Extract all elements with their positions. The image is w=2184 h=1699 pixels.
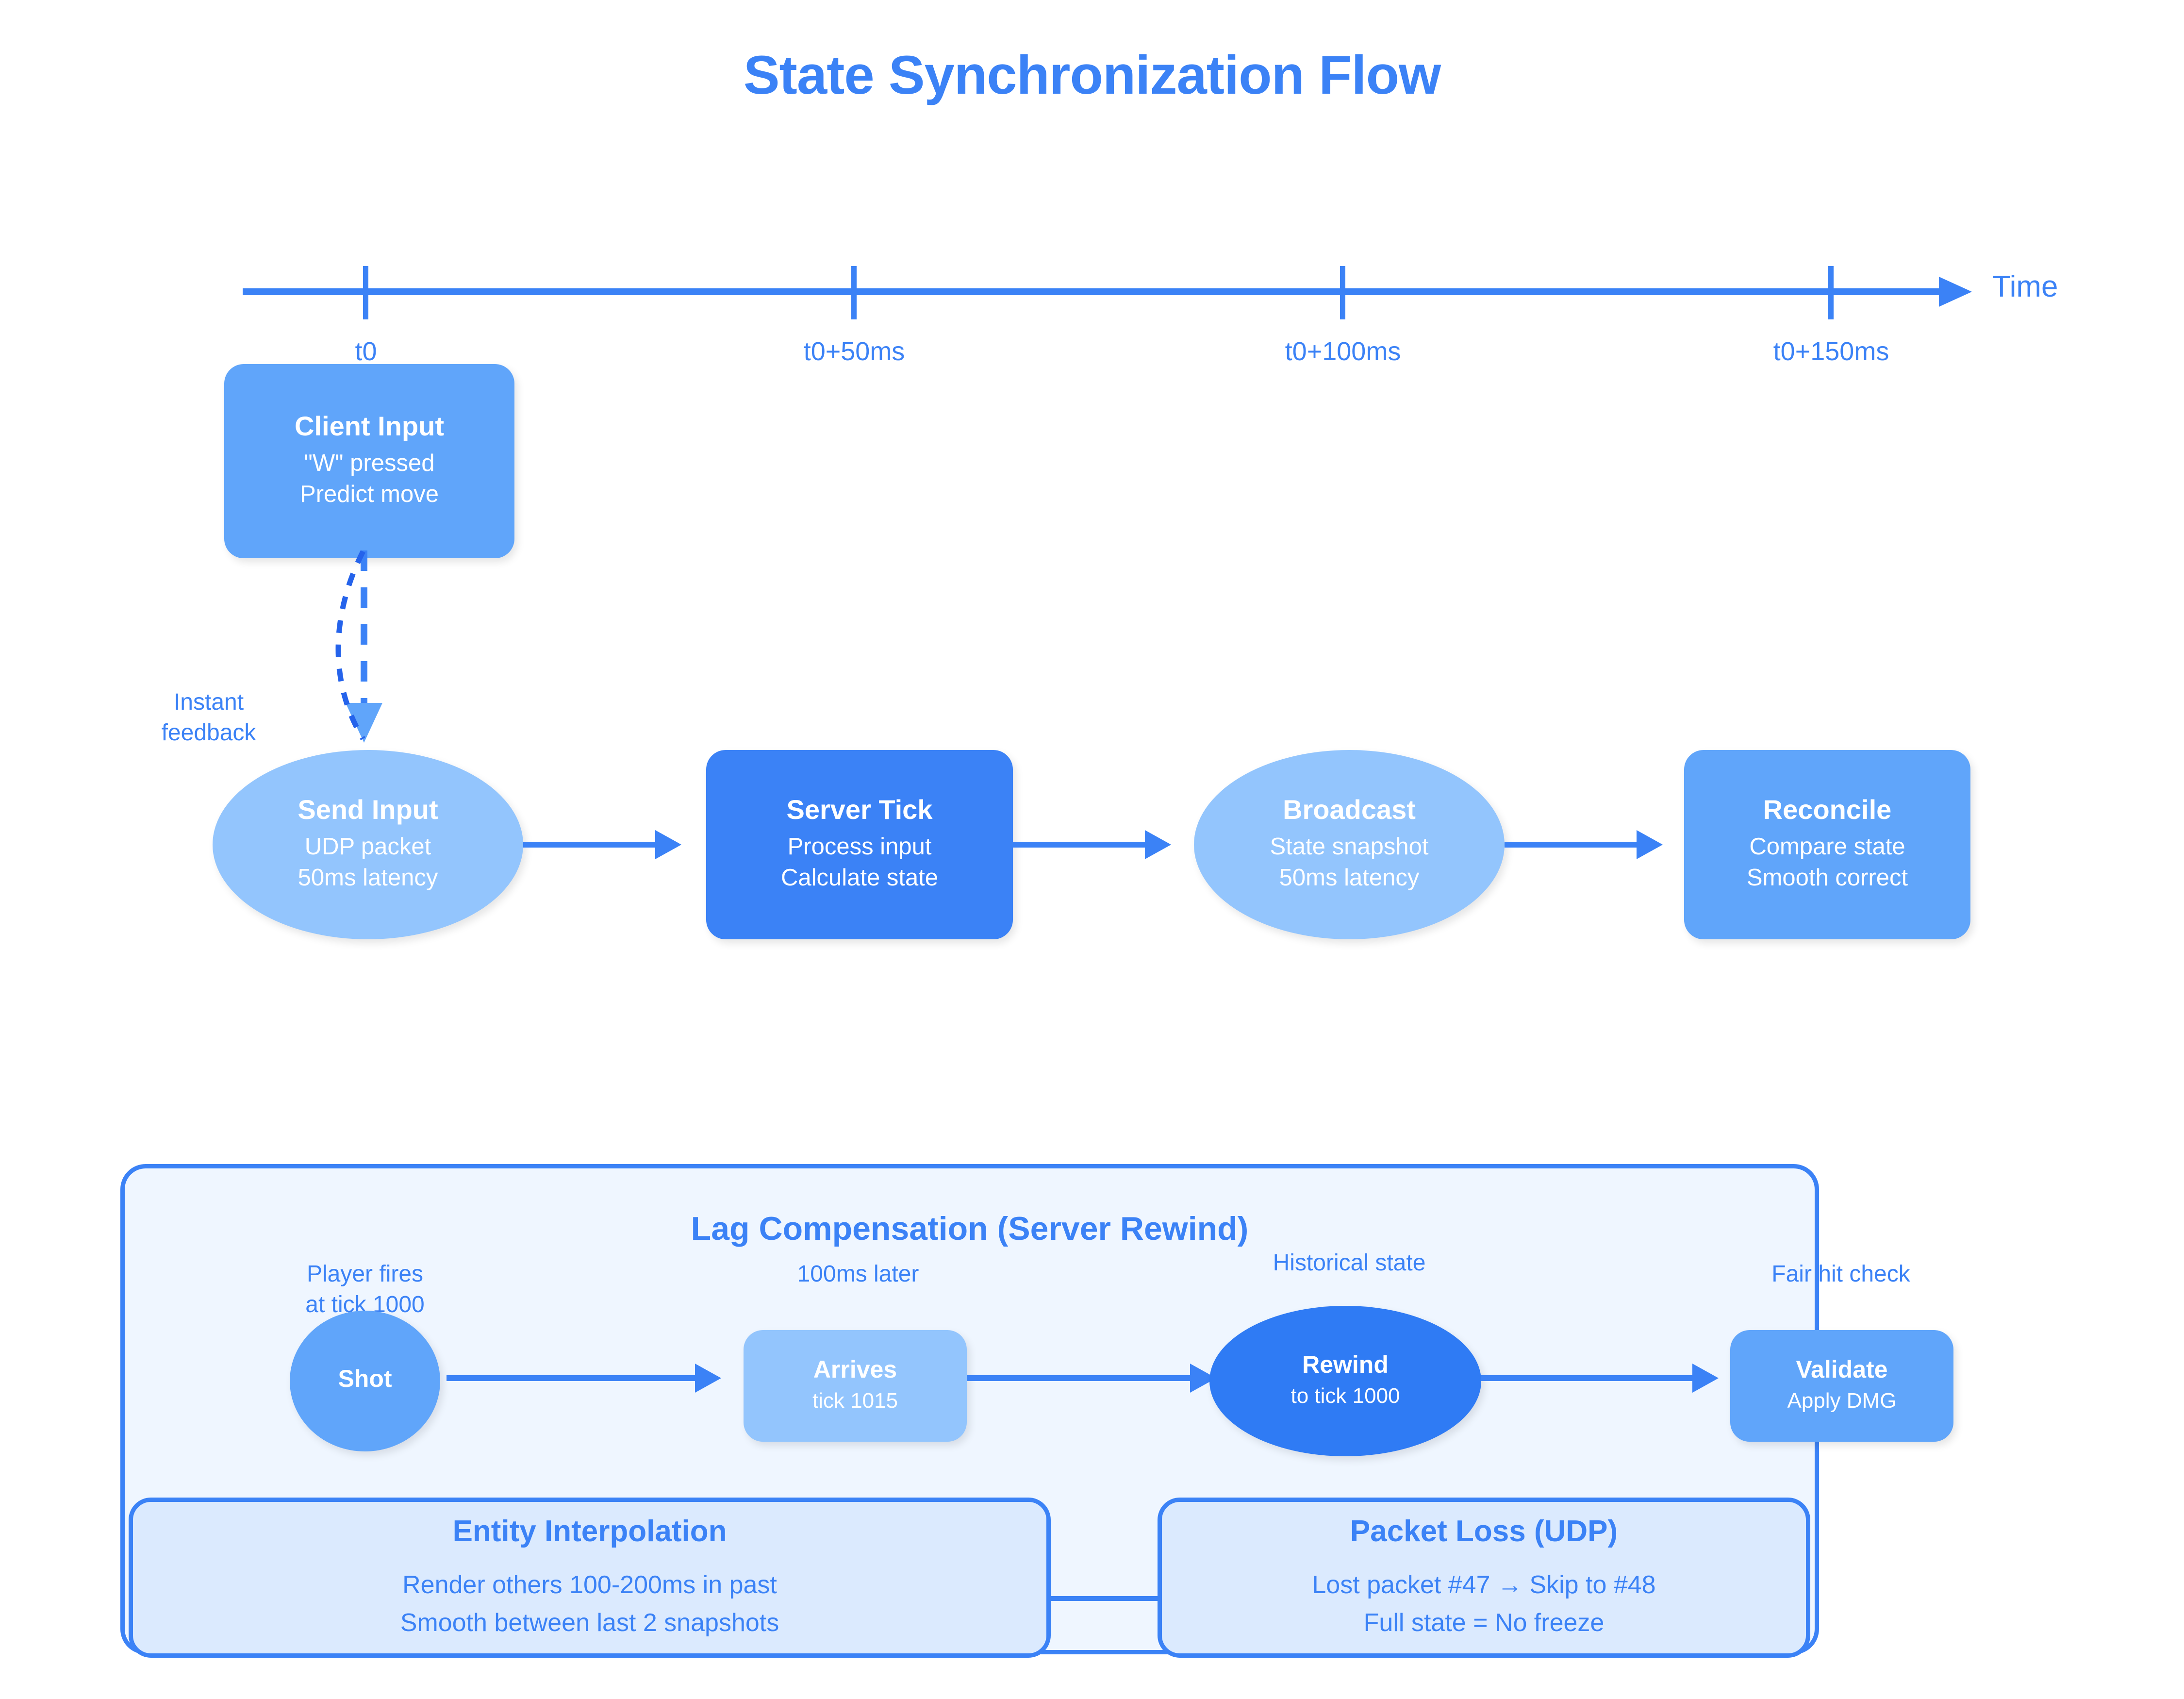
node-rewind-title: Rewind: [1302, 1350, 1389, 1378]
node-client-input-title: Client Input: [295, 410, 444, 441]
connector-rewind-to-validate: [1481, 1375, 1702, 1381]
node-server-tick-line2: Calculate state: [780, 865, 939, 891]
annotation-rewind: Historical state: [1273, 1248, 1426, 1278]
timeline-axis-label: Time: [1992, 270, 2058, 303]
node-reconcile-line1: Compare state: [1749, 833, 1905, 860]
annotation-validate: Fair hit check: [1771, 1259, 1910, 1289]
node-server-tick[interactable]: Server Tick Process input Calculate stat…: [706, 750, 1013, 939]
connector-between-subpanels: [1048, 1596, 1160, 1601]
node-client-input-line2: Predict move: [300, 481, 439, 508]
timeline-tick-label-0: t0: [355, 337, 377, 366]
node-broadcast-line2: 50ms latency: [1279, 865, 1420, 891]
instant-feedback-arrows: [335, 550, 382, 743]
annotation-validate-line1: Fair hit check: [1771, 1261, 1910, 1287]
node-rewind[interactable]: Rewind to tick 1000: [1209, 1306, 1481, 1456]
subpanel-packet-loss-line1: Lost packet #47 → Skip to #48: [1312, 1570, 1656, 1599]
timeline-arrow-icon: [1939, 277, 1972, 307]
subpanel-entity-interpolation-title: Entity Interpolation: [452, 1514, 727, 1548]
node-send-input-title: Send Input: [298, 794, 438, 825]
node-server-tick-line1: Process input: [787, 833, 932, 860]
timeline-tick-3: [1828, 266, 1834, 319]
node-send-input-line2: 50ms latency: [298, 865, 438, 891]
node-arrives[interactable]: Arrives tick 1015: [744, 1330, 967, 1442]
connector-server-to-broadcast: [1013, 842, 1154, 848]
subpanel-packet-loss: Packet Loss (UDP) Lost packet #47 → Skip…: [1158, 1498, 1810, 1658]
timeline-tick-label-3: t0+150ms: [1773, 337, 1889, 366]
annotation-arrives: 100ms later: [797, 1259, 919, 1289]
connector-arrives-to-rewind: [967, 1375, 1200, 1381]
timeline-tick-label-1: t0+50ms: [803, 337, 905, 366]
node-reconcile-line2: Smooth correct: [1746, 865, 1908, 891]
subpanel-entity-interpolation-line2: Smooth between last 2 snapshots: [400, 1608, 779, 1637]
annotation-shot-line1: Player fires: [306, 1261, 424, 1287]
connector-rewind-to-validate-head-icon: [1692, 1364, 1719, 1393]
annotation-arrives-line1: 100ms later: [797, 1261, 919, 1287]
connector-broadcast-to-reconcile: [1505, 842, 1645, 848]
timeline-tick-0: [363, 266, 368, 319]
node-shot[interactable]: Shot: [290, 1311, 440, 1451]
connector-send-to-server-head-icon: [655, 830, 681, 859]
timeline-tick-2: [1340, 266, 1345, 319]
connector-broadcast-to-reconcile-head-icon: [1637, 830, 1663, 859]
node-broadcast-line1: State snapshot: [1270, 833, 1429, 860]
timeline-tick-1: [851, 266, 857, 319]
node-broadcast-title: Broadcast: [1283, 794, 1416, 825]
node-validate-title: Validate: [1796, 1355, 1888, 1383]
instant-feedback-line2: feedback: [161, 720, 256, 746]
node-send-input-line1: UDP packet: [304, 833, 431, 860]
node-rewind-line1: to tick 1000: [1291, 1384, 1400, 1408]
node-reconcile-title: Reconcile: [1763, 794, 1892, 825]
subpanel-packet-loss-title: Packet Loss (UDP): [1350, 1514, 1618, 1548]
annotation-rewind-line1: Historical state: [1273, 1250, 1426, 1276]
connector-server-to-broadcast-head-icon: [1145, 830, 1171, 859]
subpanel-entity-interpolation: Entity Interpolation Render others 100-2…: [129, 1498, 1051, 1658]
instant-feedback-label: Instant feedback: [146, 687, 272, 749]
node-broadcast[interactable]: Broadcast State snapshot 50ms latency: [1194, 750, 1505, 939]
subpanel-entity-interpolation-line1: Render others 100-200ms in past: [402, 1570, 777, 1599]
timeline-axis: [243, 288, 1951, 295]
node-validate-line1: Apply DMG: [1787, 1389, 1897, 1413]
instant-feedback-line1: Instant: [173, 689, 244, 715]
node-shot-title: Shot: [338, 1365, 392, 1392]
node-validate[interactable]: Validate Apply DMG: [1730, 1330, 1953, 1442]
node-send-input[interactable]: Send Input UDP packet 50ms latency: [213, 750, 523, 939]
page-title: State Synchronization Flow: [743, 45, 1441, 105]
timeline-tick-label-2: t0+100ms: [1285, 337, 1401, 366]
connector-shot-to-arrives: [447, 1375, 704, 1381]
node-arrives-line1: tick 1015: [812, 1389, 898, 1413]
node-reconcile[interactable]: Reconcile Compare state Smooth correct: [1684, 750, 1970, 939]
lag-compensation-title: Lag Compensation (Server Rewind): [691, 1210, 1249, 1247]
connector-shot-to-arrives-head-icon: [695, 1364, 721, 1393]
node-client-input[interactable]: Client Input "W" pressed Predict move: [224, 364, 514, 558]
node-arrives-title: Arrives: [813, 1355, 897, 1383]
subpanel-packet-loss-line2: Full state = No freeze: [1363, 1608, 1605, 1637]
connector-send-to-server: [523, 842, 664, 848]
node-server-tick-title: Server Tick: [786, 794, 933, 825]
node-client-input-line1: "W" pressed: [304, 450, 435, 476]
